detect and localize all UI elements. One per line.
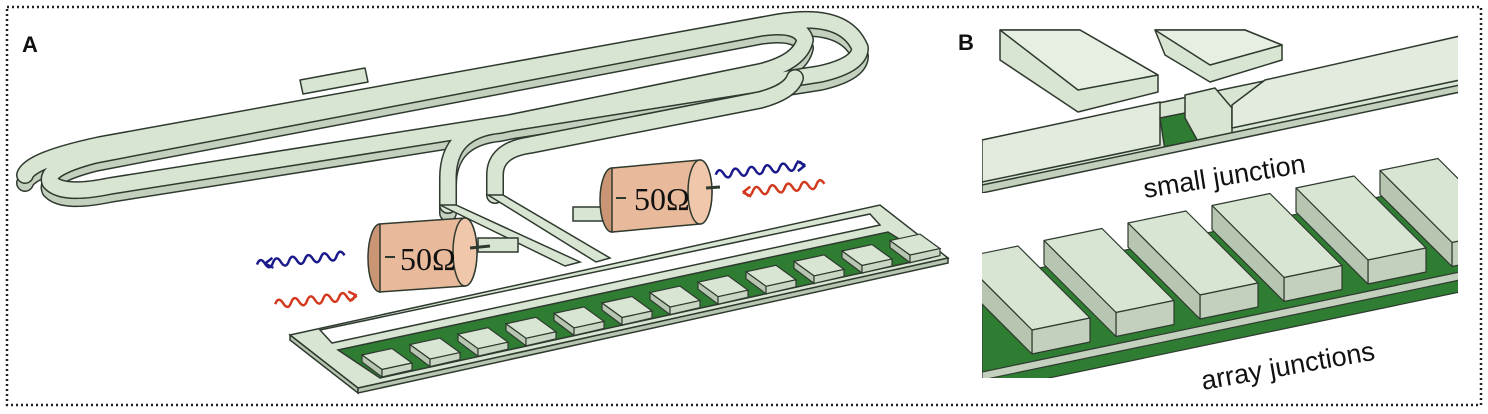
junction-block-front (477, 341, 509, 357)
array-junctions-label: array junctions (1199, 336, 1377, 396)
junction-block-front (717, 289, 749, 305)
junction-block-front (909, 247, 941, 264)
array-block-side (1295, 187, 1369, 285)
junction-block-front (381, 362, 413, 378)
wave-blue-left (255, 250, 346, 269)
wave-red-right (742, 179, 826, 198)
array-base-strip (982, 271, 1458, 378)
junction-block-front (813, 268, 845, 285)
meander-line (16, 10, 869, 222)
panel-b-label: B (958, 30, 974, 55)
array-block-side (1127, 222, 1201, 320)
figure-border (5, 5, 1483, 407)
junction-block-front (429, 351, 461, 368)
array-block-side (1211, 204, 1285, 303)
junction-array (360, 233, 942, 379)
resistor-left: 50Ω (367, 217, 491, 293)
junction-block-front (669, 299, 701, 316)
wave-arrows (255, 160, 826, 309)
junction-block-front (765, 279, 797, 295)
resistor-right: 50Ω (599, 159, 721, 233)
junction-block-front (525, 331, 557, 347)
wave-blue-right (714, 160, 807, 179)
feed-lines (439, 194, 616, 267)
panel-a-label: A (22, 32, 38, 57)
array-block-side (1043, 239, 1117, 338)
small-junction-zoom (982, 29, 1458, 205)
junction-block-front (621, 310, 653, 326)
panel-a: A (16, 10, 950, 395)
array-block-side (1379, 169, 1453, 268)
wave-red-left (274, 290, 358, 309)
array-junctions-zoom (982, 157, 1458, 378)
junction-block-front (573, 320, 605, 337)
resistor-left-label: 50Ω (400, 241, 456, 277)
array-block-side (982, 279, 1033, 355)
resistor-right-label: 50Ω (634, 181, 690, 217)
junction-block-front (861, 258, 893, 274)
panel-b: B small junction array junctions (958, 29, 1458, 396)
